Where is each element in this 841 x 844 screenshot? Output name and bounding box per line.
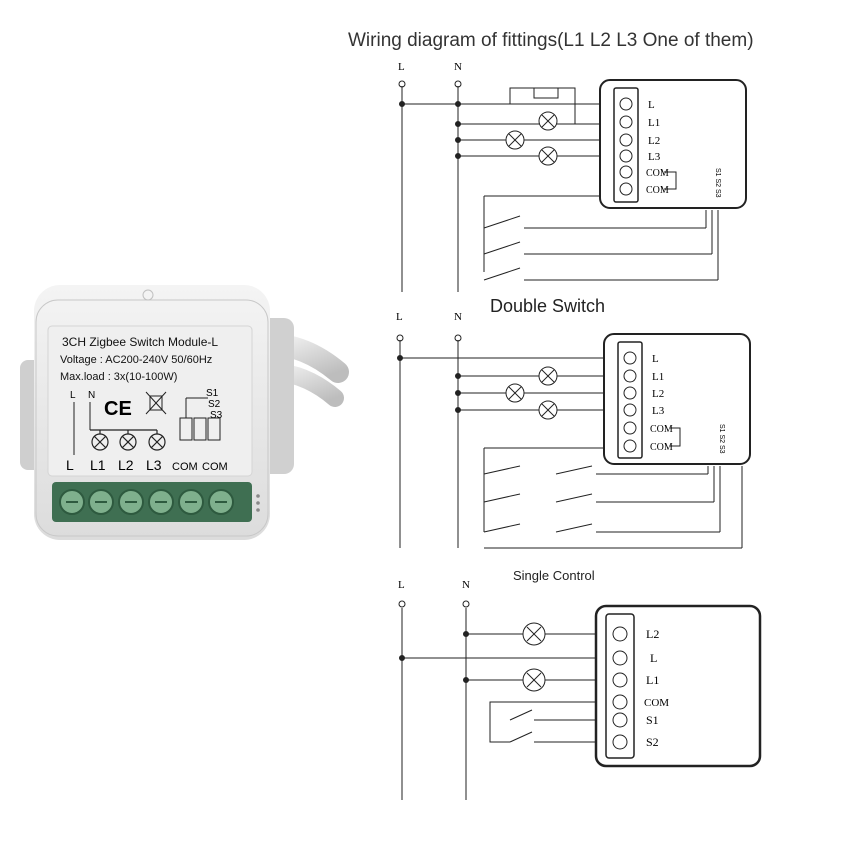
d3-n-label: N: [462, 579, 470, 591]
single-control-title: Single Control: [513, 568, 595, 583]
d3-l-label: L: [398, 579, 405, 591]
d1-term-5: COM: [646, 185, 669, 196]
product-name: 3CH Zigbee Switch Module-L: [62, 335, 218, 349]
d3-term-5: S2: [646, 735, 659, 749]
product-max-load: Max.load : 3x(10-100W): [60, 371, 177, 383]
weee-bin-icon: [145, 391, 167, 415]
wiring-diagram-3: [398, 600, 762, 800]
product-s2: S2: [208, 399, 221, 410]
d2-term-0: L: [652, 353, 659, 365]
d3-term-4: S1: [646, 713, 659, 727]
diagram-title: Wiring diagram of fittings(L1 L2 L3 One …: [348, 30, 754, 51]
d2-n-label: N: [454, 311, 462, 323]
product-terminal-com1: COM: [172, 461, 198, 473]
ce-mark: CE: [104, 398, 132, 420]
product-module: 3CH Zigbee Switch Module-L Voltage : AC2…: [20, 285, 349, 540]
d1-term-2: L2: [648, 135, 660, 147]
d2-term-2: L2: [652, 388, 664, 400]
product-terminal-l: L: [66, 457, 74, 473]
product-voltage: Voltage : AC200-240V 50/60Hz: [60, 354, 212, 366]
d1-term-0: L: [648, 99, 655, 111]
wiring-diagram-1: [398, 79, 747, 292]
d2-l-label: L: [396, 311, 403, 323]
d1-term-3: L3: [648, 151, 661, 163]
d3-term-3: COM: [644, 697, 669, 709]
product-s3: S3: [210, 410, 223, 421]
product-terminal-l3: L3: [146, 457, 162, 473]
d3-term-2: L1: [646, 673, 659, 687]
product-terminal-l2: L2: [118, 457, 134, 473]
product-switch-symbols: [179, 397, 221, 441]
d3-term-0: L2: [646, 627, 659, 641]
product-l-small: L: [70, 390, 76, 401]
d1-n-label: N: [454, 61, 462, 73]
product-n-small: N: [88, 390, 95, 401]
lamp-icon-row: [90, 429, 166, 451]
double-switch-title: Double Switch: [490, 296, 606, 316]
d1-term-1: L1: [648, 117, 660, 129]
d1-side-text: S1 S2 S3: [714, 168, 721, 198]
product-terminal-com2: COM: [202, 461, 228, 473]
d2-term-3: L3: [652, 405, 665, 417]
d1-term-4: COM: [646, 168, 669, 179]
d2-terminals: [623, 351, 637, 453]
d1-terminals: [619, 97, 633, 196]
d2-side-text: S1 S2 S3: [718, 424, 725, 454]
terminal-screws: [59, 489, 234, 515]
d2-term-5: COM: [650, 442, 673, 453]
d2-term-1: L1: [652, 371, 664, 383]
wiring-diagram-2: [396, 333, 751, 549]
product-terminal-l1: L1: [90, 457, 106, 473]
d3-terminals: [612, 626, 628, 750]
d3-term-1: L: [650, 651, 657, 665]
d1-l-label: L: [398, 61, 405, 73]
product-s1: S1: [206, 388, 219, 399]
d2-term-4: COM: [650, 424, 673, 435]
